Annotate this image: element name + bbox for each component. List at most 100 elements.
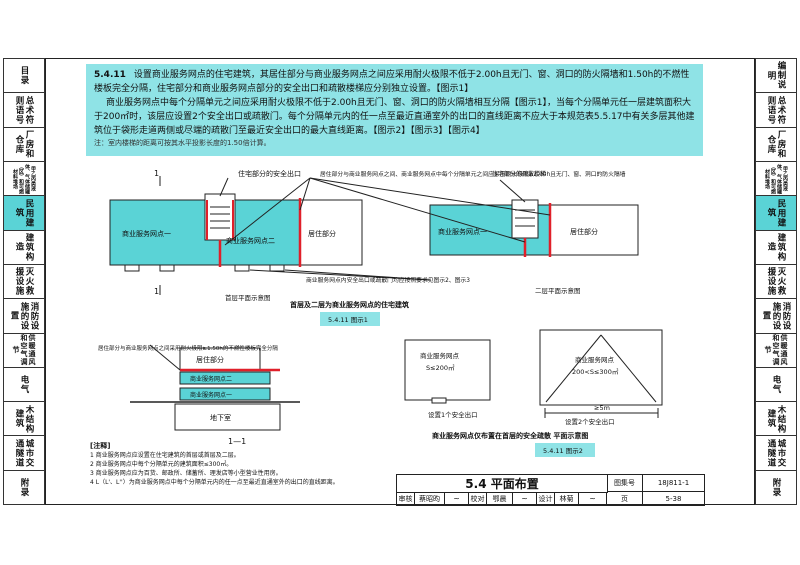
left-tab-11[interactable]: 城市交通隧道	[4, 436, 44, 471]
drawing-frame	[45, 58, 755, 505]
right-chapter-tabs: 编制说明 总术符则语号 厂房和仓库 甲乙丙类液体、气体储罐（区）和可燃材料堆场 …	[755, 58, 797, 505]
right-tab-12[interactable]: 附录	[771, 477, 781, 497]
left-tab-5[interactable]: 建筑构造	[4, 231, 44, 265]
designer-signature: ~	[579, 492, 607, 506]
page-label: 页	[607, 492, 643, 506]
section-unit1	[179, 387, 271, 401]
diag2-left-room	[404, 339, 491, 401]
diag2-right-room	[539, 329, 663, 406]
plan1-unit2-label: 商业服务网点二	[226, 236, 275, 245]
right-tab-0[interactable]: 编制说明	[756, 59, 796, 94]
left-tab-0[interactable]: 目录	[4, 59, 44, 94]
rule-note: 注：室内楼梯的距离可按其水平投影长度的1.50倍计算。	[94, 139, 271, 147]
atlas-number: 18J811-1	[643, 475, 705, 492]
left-tab-1[interactable]: 总术符则语号	[4, 93, 44, 128]
door	[269, 264, 285, 272]
right-tab-11[interactable]: 城市交通隧道	[756, 436, 796, 471]
section-unit1-label: 商业服务网点一	[190, 391, 232, 399]
leader-line	[309, 177, 551, 216]
section-mark-bottom: 1	[154, 287, 159, 296]
tag1-bg	[320, 312, 380, 326]
leader-line	[309, 177, 526, 243]
plan2-stair	[511, 199, 539, 239]
callout-stair: 住宅部分的疏散楼梯	[492, 170, 546, 178]
plan1-residential-area	[299, 199, 363, 266]
diag2-right-label: 商业服务网点	[575, 355, 615, 364]
diag2-left-area: S≤200㎡	[426, 363, 455, 372]
callout-wall: 居住部分与商业服务网点之间、商业服务网点中每个分隔单元之间应采用耐火极限≥2.0…	[320, 170, 626, 178]
left-chapter-tabs: 目录 总术符则语号 厂房和仓库 甲乙丙类液体、气体储罐（区）和可燃材料堆场 民用…	[3, 58, 45, 505]
plan1-stair	[204, 193, 236, 241]
left-tab-12[interactable]: 附录	[19, 477, 29, 497]
section-basement	[174, 403, 281, 431]
left-tab-8[interactable]: 供暖通风和空气调节	[4, 334, 44, 368]
section-title: 5.4 平面布置	[397, 475, 608, 493]
plan2-residential-area	[549, 204, 639, 256]
atlas-label: 图集号	[607, 475, 643, 492]
left-tab-2[interactable]: 厂房和仓库	[4, 128, 44, 162]
leader-line	[299, 177, 311, 211]
note-item: 3 商业服务网点应为百货、邮政所、储蓄所、理发店等小型营业性用房。	[90, 470, 282, 477]
check-label: 校对	[469, 492, 487, 506]
checker-name: 鄂晨	[487, 492, 513, 506]
page-number: 5-38	[643, 492, 705, 506]
right-tab-1[interactable]: 总术符则语号	[756, 93, 796, 128]
right-tab-7[interactable]: 消防设施的设置	[756, 299, 796, 334]
door	[234, 264, 250, 272]
left-tab-3[interactable]: 甲乙丙类液体、气体储罐（区）和可燃材料堆场	[4, 162, 44, 197]
right-tab-3[interactable]: 甲乙丙类液体、气体储罐（区）和可燃材料堆场	[756, 162, 796, 197]
leader-line	[219, 177, 229, 197]
right-tab-10[interactable]: 木结构建筑	[756, 402, 796, 437]
left-tab-9[interactable]: 电气	[4, 368, 44, 403]
section-caption: 1—1	[228, 437, 246, 446]
diag2-distance-line	[545, 334, 602, 403]
diag2-left-label: 商业服务网点	[420, 351, 460, 360]
section-callout: 居住部分与商业服务网点之间采用耐火极限≥1.50h的不燃性楼板完全分隔	[98, 344, 278, 352]
left-tab-10[interactable]: 木结构建筑	[4, 402, 44, 437]
designer-name: 林菊	[555, 492, 579, 506]
diag2-distance-line	[600, 334, 657, 403]
diagram2-tag: 5.4.11 图示2	[543, 447, 583, 455]
diagram1-caption: 首层及二层为商业服务网点的住宅建筑	[290, 300, 409, 309]
right-tab-8[interactable]: 供暖通风和空气调节	[756, 334, 796, 368]
diag2-right-area: 200<S≤300㎡	[572, 367, 619, 376]
plan2-residential-label: 居住部分	[570, 227, 598, 236]
left-tab-6[interactable]: 灭火救援设施	[4, 265, 44, 300]
plan2-caption: 二层平面示意图	[535, 286, 581, 295]
rule-number: 5.4.11	[94, 70, 126, 80]
reviewer-signature: ~	[445, 492, 469, 506]
left-tab-7[interactable]: 消防设施的设置	[4, 299, 44, 334]
leader-line	[149, 344, 181, 371]
title-block: 5.4 平面布置 图集号 18J811-1 审核 蔡昭昀 ~ 校对 鄂晨 ~ 设…	[396, 474, 705, 506]
note-item: 2 商业服务网点中每个分隔单元的建筑面积≤300㎡。	[90, 461, 233, 468]
design-label: 设计	[537, 492, 555, 506]
door	[124, 264, 140, 272]
leader-line	[224, 177, 311, 246]
right-tab-2[interactable]: 厂房和仓库	[756, 128, 796, 162]
note-item: 1 商业服务网点应设置在住宅建筑的首层或首层及二层。	[90, 452, 240, 459]
section-mark-top: 1	[154, 169, 159, 178]
leader-line	[499, 179, 526, 203]
right-tab-9[interactable]: 电气	[756, 368, 796, 403]
section-unit2	[179, 371, 271, 385]
section-unit2-label: 商业服务网点二	[190, 375, 232, 383]
rule-para-1-text: 设置商业服务网点的住宅建筑，其居住部分与商业服务网点之间应采用耐火极限不低于2.…	[94, 70, 690, 94]
door	[431, 397, 447, 404]
plan1-caption: 首层平面示意图	[225, 293, 271, 302]
door	[159, 264, 175, 272]
plan2-unit1-label: 商业服务网点一	[438, 227, 487, 236]
review-label: 审核	[397, 492, 415, 506]
right-tab-6[interactable]: 灭火救援设施	[756, 265, 796, 300]
right-tab-4[interactable]: 民用建筑	[756, 196, 796, 231]
right-tab-5[interactable]: 建筑构造	[756, 231, 796, 265]
checker-signature: ~	[513, 492, 537, 506]
diag2-left-caption: 设置1个安全出口	[428, 410, 478, 419]
callout-exit: 住宅部分的安全出口	[238, 169, 301, 178]
plan1-residential-label: 居住部分	[308, 229, 336, 238]
diag2-dim: ≥5m	[594, 404, 610, 412]
rule-para-2: 商业服务网点中每个分隔单元之间应采用耐火极限不低于2.00h且无门、窗、洞口的防…	[94, 98, 695, 136]
left-tab-4[interactable]: 民用建筑	[4, 196, 44, 231]
